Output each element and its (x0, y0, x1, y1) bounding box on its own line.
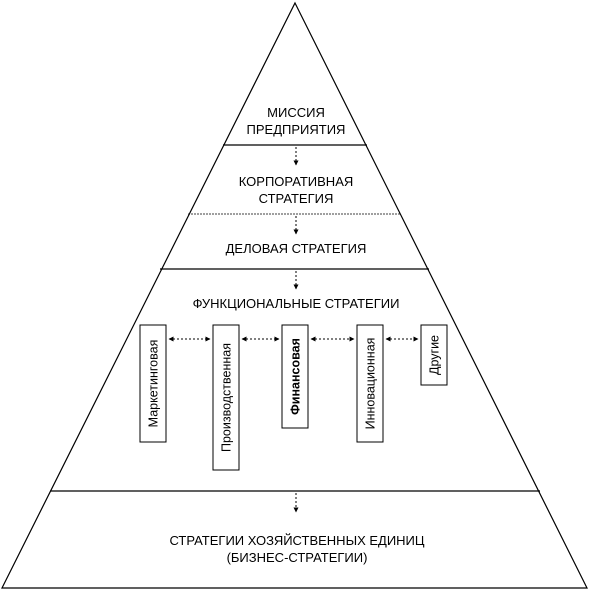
mission-label-line1: МИССИЯ (267, 105, 325, 120)
box-innovation-label: Инновационная (364, 338, 378, 430)
box-production-label: Производственная (220, 343, 234, 452)
box-other-label: Другие (428, 335, 442, 375)
box-innovation (356, 324, 384, 443)
box-production (212, 324, 240, 471)
box-marketing-label: Маркетинговая (147, 340, 161, 428)
box-marketing (139, 324, 167, 443)
mission-label-line2: ПРЕДПРИЯТИЯ (247, 122, 346, 137)
box-finance-label: Финансовая (289, 338, 303, 415)
units-label-line2: (БИЗНЕС-СТРАТЕГИИ) (227, 550, 368, 565)
corporate-label-line1: КОРПОРАТИВНАЯ (239, 174, 354, 189)
corporate-label-line2: СТРАТЕГИЯ (259, 191, 334, 206)
box-other (420, 324, 448, 386)
box-finance (281, 324, 309, 429)
business-label: ДЕЛОВАЯ СТРАТЕГИЯ (226, 241, 367, 256)
functional-label: ФУНКЦИОНАЛЬНЫЕ СТРАТЕГИИ (193, 296, 400, 311)
units-label-line1: СТРАТЕГИИ ХОЗЯЙСТВЕННЫХ ЕДИНИЦ (169, 533, 424, 548)
